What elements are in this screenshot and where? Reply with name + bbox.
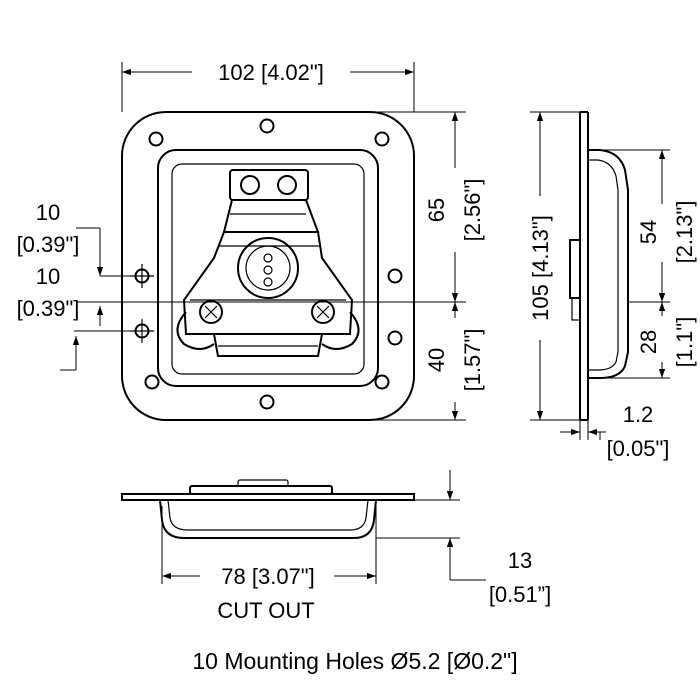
mounting-hole xyxy=(387,268,403,284)
mounting-hole xyxy=(259,118,275,134)
lock-cylinder xyxy=(237,237,299,299)
dim-front-heights: 65 [2.56"] 40 [1.57"] xyxy=(366,111,485,421)
bottom-view xyxy=(121,479,415,539)
side-lower-in: [1.1"] xyxy=(672,317,697,368)
mounting-hole xyxy=(387,330,403,346)
dim-flange-thickness: 1.2 [0.05"] xyxy=(560,402,669,461)
latch-handle xyxy=(182,231,354,335)
left-top-in: [0.39"] xyxy=(17,232,80,257)
depth-in: [0.51”] xyxy=(489,582,551,607)
mounting-hole xyxy=(259,394,275,410)
caption: 10 Mounting Holes Ø5.2 [Ø0.2"] xyxy=(192,648,517,674)
upper-height-in: [2.56"] xyxy=(460,179,485,242)
cutout-label: CUT OUT xyxy=(217,598,314,623)
latch-mechanism xyxy=(176,169,360,357)
mounting-hole xyxy=(374,131,390,147)
rivet xyxy=(199,300,223,324)
side-total-label: 105 [4.13"] xyxy=(528,215,553,321)
front-outer-plate xyxy=(121,111,415,421)
front-recess-outer xyxy=(157,149,379,387)
side-upper-in: [2.13"] xyxy=(672,201,697,264)
left-top-mm: 10 xyxy=(36,200,60,225)
left-bottom-mm: 10 xyxy=(36,264,60,289)
cutout-width-label: 78 [3.07"] xyxy=(221,564,314,589)
mounting-hole xyxy=(144,374,160,390)
front-view xyxy=(121,111,415,421)
rivet xyxy=(240,175,260,195)
left-bottom-in: [0.39"] xyxy=(17,296,80,321)
side-view xyxy=(569,111,629,421)
flange-in: [0.05"] xyxy=(607,436,670,461)
dim-bottom: 78 [3.07"] CUT OUT 13 [0.51”] xyxy=(161,470,551,623)
front-width-label: 102 [4.02"] xyxy=(218,60,324,85)
depth-mm: 13 xyxy=(508,548,532,573)
upper-height-mm: 65 xyxy=(424,198,449,222)
side-lower-mm: 28 xyxy=(636,330,661,354)
dim-left-offsets: 10 [0.39"] 10 [0.39"] xyxy=(17,200,142,371)
side-upper-mm: 54 xyxy=(636,220,661,244)
hinge-block xyxy=(229,169,309,201)
lower-height-mm: 40 xyxy=(424,348,449,372)
flange-mm: 1.2 xyxy=(623,402,654,427)
mounting-hole xyxy=(374,374,390,390)
dim-front-width: 102 [4.02"] xyxy=(121,60,415,112)
rivet xyxy=(311,300,335,324)
front-recess-inner xyxy=(171,163,365,375)
mounting-hole xyxy=(148,131,164,147)
mounting-holes xyxy=(130,118,403,410)
lower-height-in: [1.57"] xyxy=(460,329,485,392)
dim-side-heights: 105 [4.13"] 54 [2.13"] 28 [1.1"] xyxy=(528,111,697,421)
rivet xyxy=(277,175,297,195)
